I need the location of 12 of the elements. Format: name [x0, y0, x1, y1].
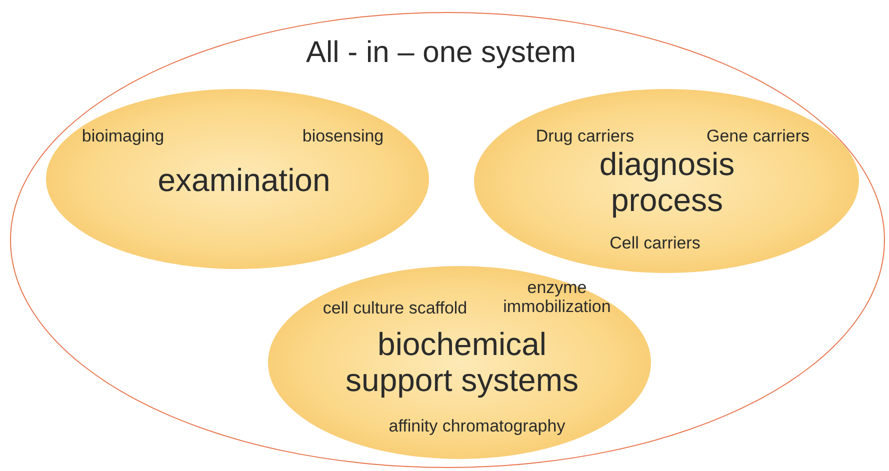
ellipse-title: All - in – one system: [306, 36, 576, 70]
ellipse-title: examination: [158, 163, 330, 199]
item-label: Gene carriers: [706, 126, 810, 146]
item-label: Cell carriers: [610, 233, 700, 253]
item-label: Drug carriers: [536, 126, 634, 146]
ellipse-title: diagnosis process: [598, 147, 736, 219]
item-label: affinity chromatography: [388, 416, 566, 436]
item-label: cell culture scaffold: [322, 298, 468, 318]
item-label: enzyme immobilization: [502, 278, 612, 316]
ellipse-title: biochemical support systems: [344, 327, 580, 399]
item-label: bioimaging: [82, 126, 164, 146]
item-label: biosensing: [302, 126, 384, 146]
